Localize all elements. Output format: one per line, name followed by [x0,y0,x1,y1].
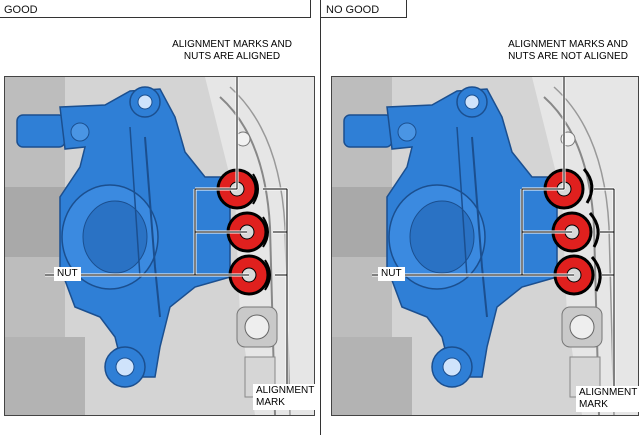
no-good-callout-not-aligned: ALIGNMENT MARKS AND NUTS ARE NOT ALIGNED [500,38,636,64]
good-title-bracket [310,0,311,18]
good-alignment-mark-label: ALIGNMENT MARK [253,384,318,410]
no-good-illustration [331,76,639,416]
good-callout-aligned: ALIGNMENT MARKS AND NUTS ARE ALIGNED [165,38,299,64]
good-panel-title: GOOD [4,4,38,16]
no-good-illustration-svg [332,77,638,415]
good-nut-label: NUT [54,267,81,281]
no-good-title-bracket [406,0,407,18]
no-good-title-underline [321,17,407,18]
no-good-nut-label: NUT [378,267,405,281]
panel-divider [320,0,321,435]
good-illustration-svg [5,77,314,415]
no-good-panel-title: NO GOOD [326,4,380,16]
no-good-alignment-mark-label: ALIGNMENT MARK [576,386,641,412]
good-title-underline [0,17,310,18]
good-illustration [4,76,315,416]
